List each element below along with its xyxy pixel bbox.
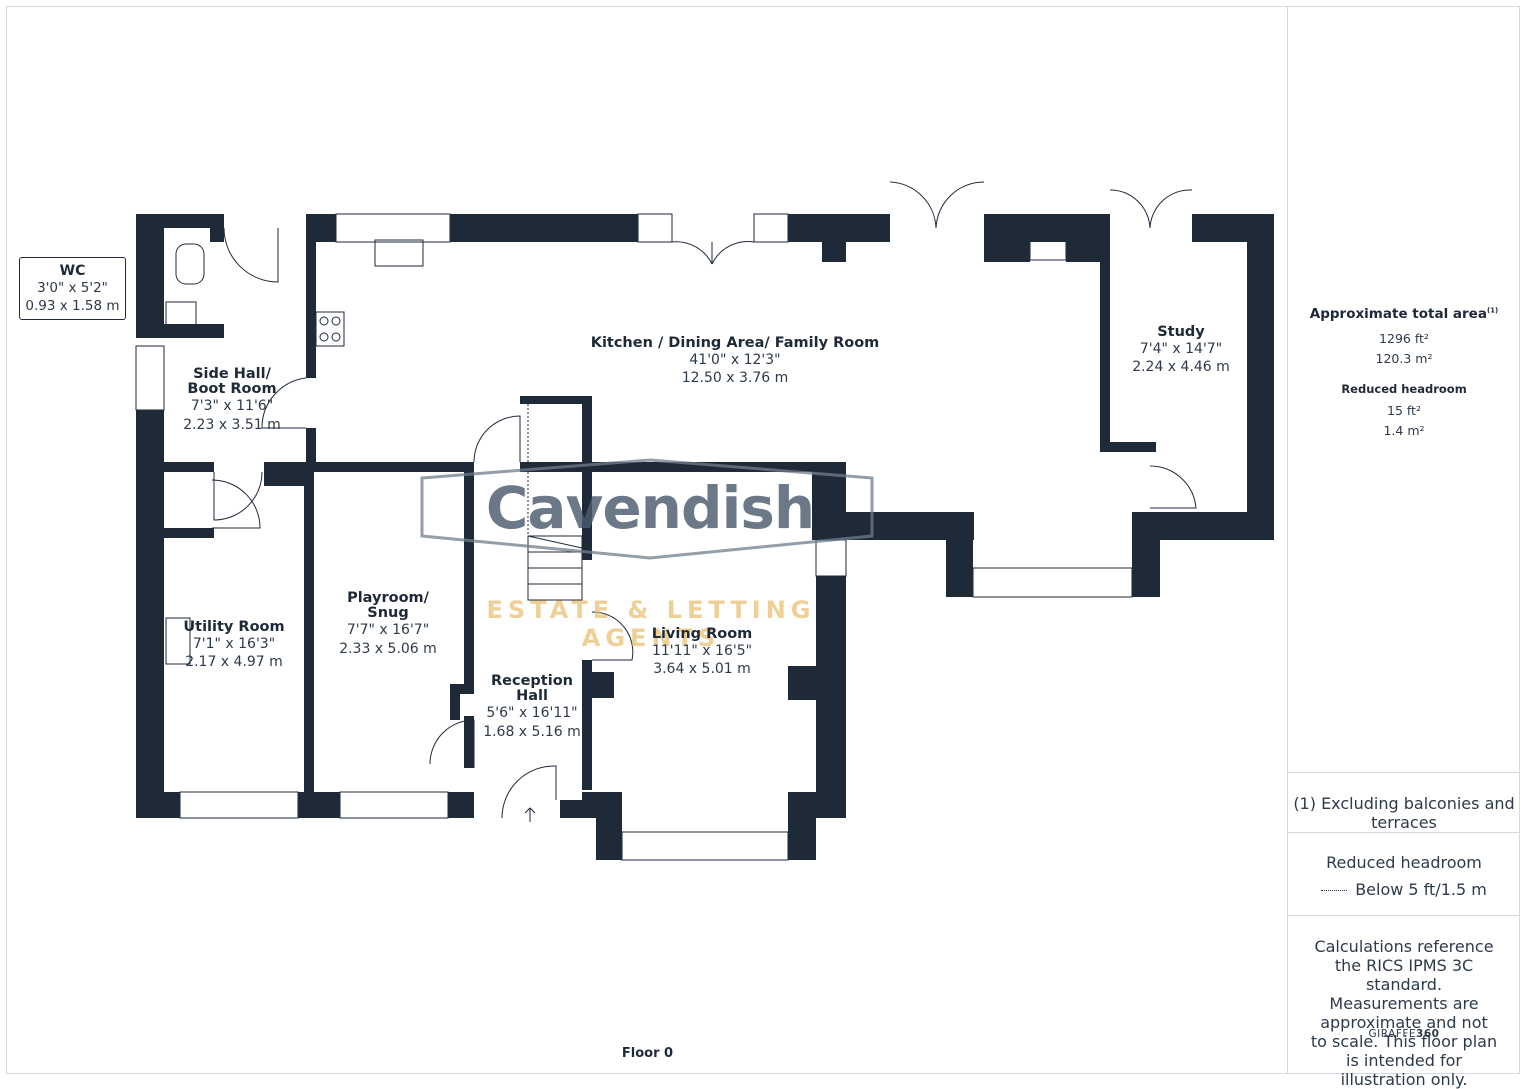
- legend-item: Below 5 ft/1.5 m: [1355, 880, 1487, 899]
- watermark-tagline: ESTATE & LETTING AGENTS: [486, 596, 816, 652]
- room-name: Playroom/: [347, 590, 429, 606]
- room-dim-imperial: 7'7" x 16'7": [346, 622, 430, 639]
- room-name: Boot Room: [187, 381, 277, 398]
- room-side-hall: Side Hall/ Boot Room 7'3" x 11'6" 2.23 x…: [172, 366, 292, 434]
- page-frame: [6, 6, 1520, 1074]
- room-name: Living Room: [651, 626, 753, 642]
- footnote-marker: (1): [1486, 306, 1499, 315]
- sidebar-separator: [1288, 772, 1520, 773]
- legend-title: Reduced headroom: [1326, 853, 1482, 872]
- room-name: Reception: [491, 673, 573, 689]
- floor-label: Floor 0: [621, 1046, 674, 1061]
- room-name: Side Hall/: [193, 366, 271, 382]
- room-dim-imperial: 11'11" x 16'5": [651, 643, 753, 660]
- room-dim-imperial: 7'1" x 16'3": [192, 636, 276, 653]
- room-reception: Reception Hall 5'6" x 16'11" 1.68 x 5.16…: [478, 673, 586, 741]
- room-dim-imperial: 41'0" x 12'3": [689, 352, 781, 369]
- room-kitchen: Kitchen / Dining Area/ Family Room 41'0"…: [560, 335, 910, 388]
- room-name: Hall: [516, 688, 548, 705]
- total-area-title: Approximate total area: [1309, 306, 1487, 322]
- room-dim-metric: 0.93 x 1.58 m: [25, 297, 120, 314]
- sidebar-divider: [1287, 6, 1288, 1074]
- room-dim-metric: 1.68 x 5.16 m: [483, 723, 581, 740]
- room-dim-imperial: 7'4" x 14'7": [1139, 341, 1223, 358]
- watermark-logo-text: Cavendish: [485, 474, 815, 542]
- room-name: Study: [1157, 324, 1205, 340]
- room-dim-metric: 2.17 x 4.97 m: [185, 654, 283, 671]
- legend-section: Reduced headroom Below 5 ft/1.5 m: [1288, 853, 1520, 899]
- brand-logo: GIRAFFE360: [1288, 1028, 1520, 1040]
- room-playroom: Playroom/ Snug 7'7" x 16'7" 2.33 x 5.06 …: [326, 590, 450, 658]
- brand-prefix: GIRAFFE: [1368, 1028, 1417, 1040]
- room-name: Snug: [367, 605, 409, 622]
- room-dim-imperial: 3'0" x 5'2": [37, 280, 108, 297]
- sidebar-separator: [1288, 832, 1520, 833]
- room-dim-metric: 2.23 x 3.51 m: [183, 416, 281, 433]
- reduced-headroom-m: 1.4 m²: [1383, 423, 1425, 438]
- room-dim-metric: 12.50 x 3.76 m: [681, 370, 789, 387]
- reduced-headroom-title: Reduced headroom: [1341, 382, 1467, 396]
- room-dim-metric: 3.64 x 5.01 m: [653, 661, 751, 678]
- total-area-section: Approximate total area(1) 1296 ft² 120.3…: [1288, 306, 1520, 438]
- sidebar-separator: [1288, 915, 1520, 916]
- total-area-m: 120.3 m²: [1375, 351, 1433, 366]
- walls: [136, 214, 1274, 860]
- reduced-headroom-ft: 15 ft²: [1387, 403, 1421, 418]
- room-wc-label: WC 3'0" x 5'2" 0.93 x 1.58 m: [19, 257, 126, 320]
- openings: [135, 181, 1197, 861]
- room-utility: Utility Room 7'1" x 16'3" 2.17 x 4.97 m: [170, 619, 298, 672]
- room-name: Kitchen / Dining Area/ Family Room: [590, 335, 880, 351]
- room-name: Utility Room: [183, 619, 285, 635]
- footnote: (1) Excluding balconies and terraces: [1293, 794, 1515, 832]
- dotted-line-icon: [1321, 890, 1348, 891]
- room-living: Living Room 11'11" x 16'5" 3.64 x 5.01 m: [632, 626, 772, 679]
- room-dim-metric: 2.24 x 4.46 m: [1132, 359, 1230, 376]
- room-study: Study 7'4" x 14'7" 2.24 x 4.46 m: [1120, 324, 1242, 377]
- room-dim-metric: 2.33 x 5.06 m: [339, 640, 437, 657]
- floor-plan: [135, 181, 1274, 861]
- room-dim-imperial: 5'6" x 16'11": [486, 705, 578, 722]
- brand-suffix: 360: [1416, 1028, 1440, 1040]
- total-area-ft: 1296 ft²: [1379, 331, 1429, 346]
- disclaimer: Calculations reference the RICS IPMS 3C …: [1310, 937, 1498, 1089]
- room-dim-imperial: 7'3" x 11'6": [190, 398, 274, 415]
- room-name: WC: [59, 263, 86, 279]
